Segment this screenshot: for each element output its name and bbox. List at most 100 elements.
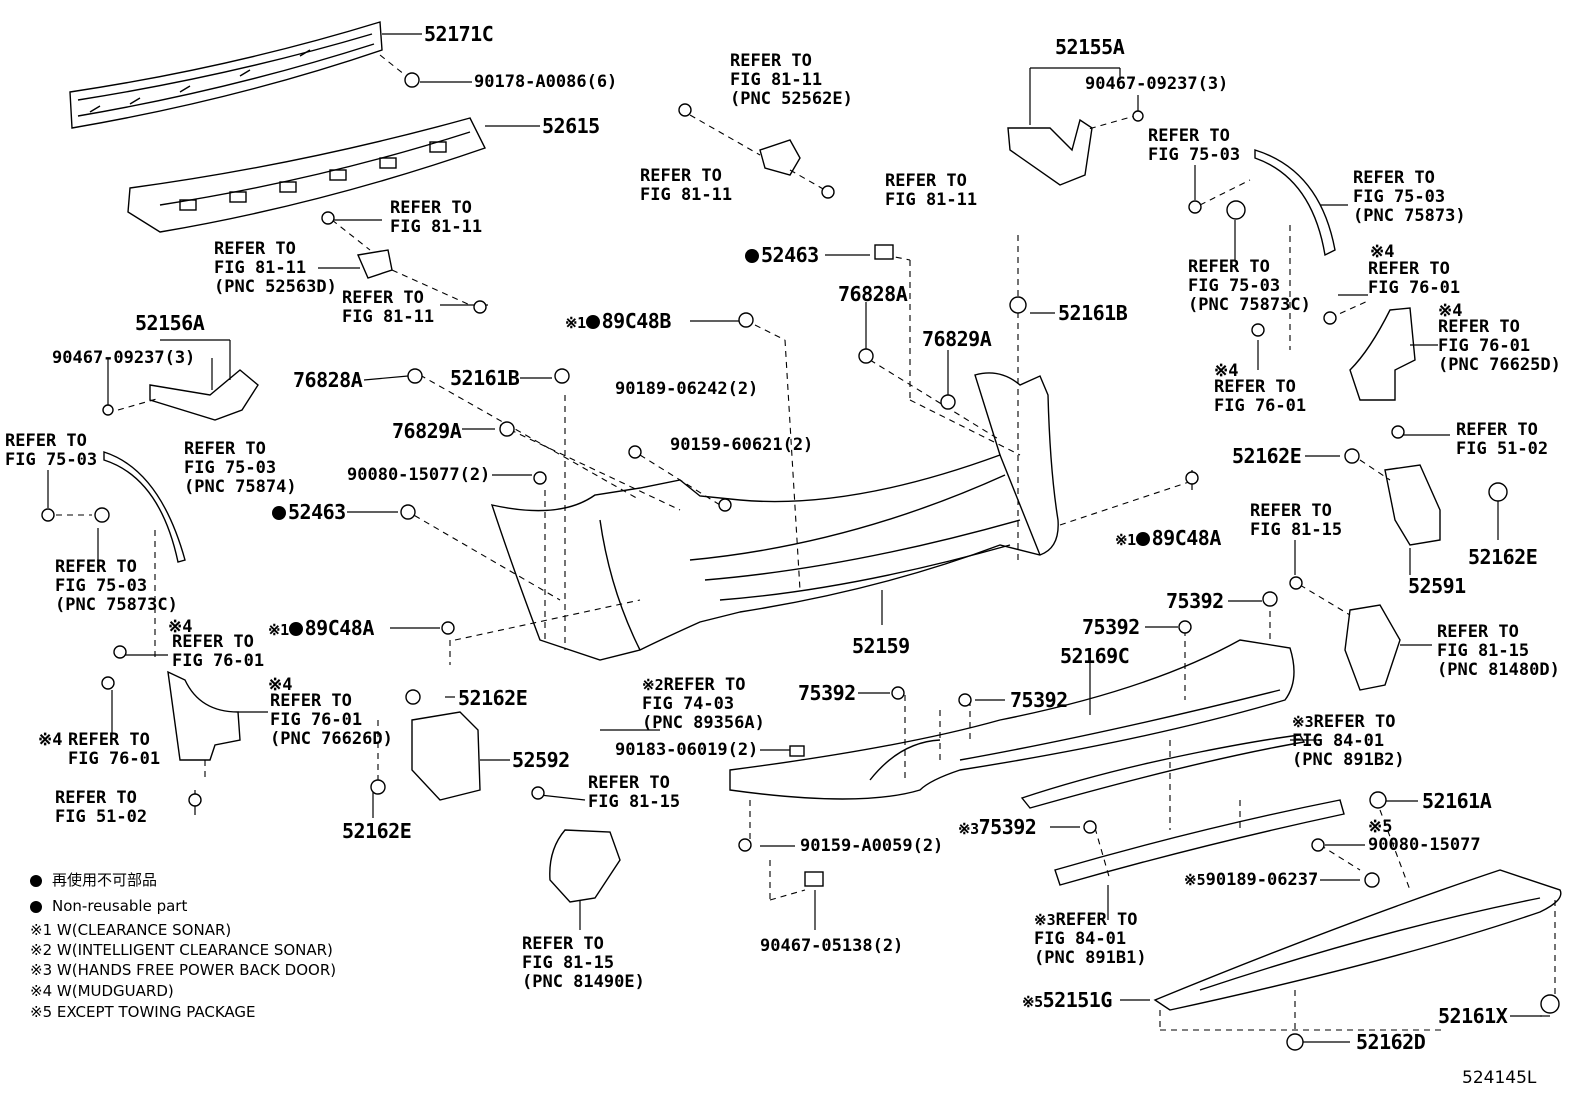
marker-5-a: ※5 <box>1368 817 1393 837</box>
marker-4-f: ※4 <box>1214 361 1239 381</box>
callout-52171C: 52171C <box>424 22 494 46</box>
callout-52162E-right-1: 52162E <box>1232 444 1302 468</box>
callout-90189-06242: 90189-06242(2) <box>615 379 759 399</box>
non-reusable-dot <box>1135 532 1150 546</box>
legend-line-1: ※1 W(CLEARANCE SONAR) <box>30 921 232 939</box>
callout-75392-c: 75392 <box>798 681 856 705</box>
callout-refer-75-03-75874: REFER TO FIG 75-03 (PNC 75874) <box>184 439 297 497</box>
legend-line-3: ※3 W(HANDS FREE POWER BACK DOOR) <box>30 961 337 979</box>
callout-52161B-right: 52161B <box>1058 301 1128 325</box>
callout-90467-09237-left: 90467-09237(3) <box>52 348 196 368</box>
callout-refer-84-01-891B1: ※3REFER TO FIG 84-01 (PNC 891B1) <box>1034 910 1147 968</box>
callout-52162E-a: 52162E <box>458 686 528 710</box>
callout-refer-81-11-a: REFER TO FIG 81-11 <box>390 198 483 237</box>
callout-refer-81-15-left: REFER TO FIG 81-15 <box>588 773 681 812</box>
callout-52151G: ※552151G <box>1022 988 1112 1012</box>
callout-90080-15077: 90080-15077 <box>1368 835 1481 855</box>
callout-refer-75-03-right: REFER TO FIG 75-03 <box>1148 126 1241 165</box>
callout-refer-76-01-76626D: REFER TO FIG 76-01 (PNC 76626D) <box>270 691 393 749</box>
callout-90183-06019: 90183-06019(2) <box>615 740 759 760</box>
callout-52592: 52592 <box>512 748 570 772</box>
callout-90467-05138: 90467-05138(2) <box>760 936 904 956</box>
bracket-52562E <box>759 139 801 176</box>
fender-liner-right <box>1254 149 1336 257</box>
callout-52463-left: 52463 <box>272 501 346 523</box>
callout-52591: 52591 <box>1408 574 1466 598</box>
mudguard-left <box>167 670 241 761</box>
callout-refer-81-11-52562E: REFER TO FIG 81-11 (PNC 52562E) <box>730 51 853 109</box>
callout-52162E-b: 52162E <box>342 819 412 843</box>
legend-line-non-reusable: Non-reusable part <box>52 897 188 915</box>
lamp-right <box>1344 604 1401 691</box>
callout-90467-09237-right: 90467-09237(3) <box>1085 74 1229 94</box>
callout-refer-81-11-b: REFER TO FIG 81-11 <box>342 288 435 327</box>
fender-liner-left <box>103 451 186 563</box>
callout-76828A-right: 76828A <box>838 282 908 306</box>
callout-52161B-left: 52161B <box>450 366 520 390</box>
reinforcement-beam-52171C <box>69 21 383 129</box>
step-pad-52151G <box>1153 869 1562 1011</box>
callout-refer-81-11-52563D: REFER TO FIG 81-11 (PNC 52563D) <box>214 239 337 297</box>
legend-bullet-1 <box>30 875 42 887</box>
non-reusable-dot <box>585 315 600 329</box>
callout-76829A-left: 76829A <box>392 419 462 443</box>
callout-refer-76-01-right-2: REFER TO FIG 76-01 <box>1214 377 1307 416</box>
bracket-52591 <box>1384 464 1441 546</box>
callout-52155A: 52155A <box>1055 35 1125 59</box>
callout-refer-75-03-75873: REFER TO FIG 75-03 (PNC 75873) <box>1353 168 1466 226</box>
legend-line-jp: 再使用不可部品 <box>52 871 158 889</box>
callout-refer-51-02-right: REFER TO FIG 51-02 <box>1456 420 1549 459</box>
legend-line-5: ※5 EXCEPT TOWING PACKAGE <box>30 1003 256 1021</box>
legend-line-4: ※4 W(MUDGUARD) <box>30 982 174 1000</box>
callout-76828A-left: 76828A <box>293 368 363 392</box>
callout-52161A: 52161A <box>1422 789 1492 813</box>
callout-refer-81-15-81480D: REFER TO FIG 81-15 (PNC 81480D) <box>1437 622 1560 680</box>
bracket-52592 <box>411 711 481 801</box>
marker-4-d: ※4 <box>1370 242 1395 262</box>
callout-75392-d: 75392 <box>1010 688 1068 712</box>
marker-4-e: ※4 <box>1438 301 1463 321</box>
callout-refer-76-01-left-1: REFER TO FIG 76-01 <box>172 632 265 671</box>
callout-refer-81-11-top-right: REFER TO FIG 81-11 <box>885 171 978 210</box>
bracket-52563D <box>357 249 393 279</box>
callout-52169C: 52169C <box>1060 644 1130 668</box>
harness-891B2 <box>1020 734 1306 809</box>
callout-refer-84-01-891B2: ※3REFER TO FIG 84-01 (PNC 891B2) <box>1292 712 1405 770</box>
marker-4-b: ※4 <box>268 675 293 695</box>
callout-52162E-right-2: 52162E <box>1468 545 1538 569</box>
energy-absorber-52615 <box>127 117 486 233</box>
callout-refer-81-15-81490E: REFER TO FIG 81-15 (PNC 81490E) <box>522 934 645 992</box>
non-reusable-dot <box>272 506 286 520</box>
callout-refer-74-03-89356A: ※2REFER TO FIG 74-03 (PNC 89356A) <box>642 675 765 733</box>
callout-52463-top: 52463 <box>745 244 819 266</box>
callout-52156A: 52156A <box>135 311 205 335</box>
non-reusable-dot <box>288 622 303 636</box>
callout-90178-A0086: 90178-A0086(6) <box>474 72 618 92</box>
callout-76829A-right: 76829A <box>922 327 992 351</box>
bumper-cover-52159 <box>490 372 1059 661</box>
bracket-52156A <box>149 369 259 421</box>
callout-refer-75-03-75873C-right: REFER TO FIG 75-03 (PNC 75873C) <box>1188 257 1311 315</box>
callout-refer-76-01-left-2: REFER TO FIG 76-01 <box>68 730 161 769</box>
callout-52161X: 52161X <box>1438 1004 1508 1028</box>
harness-891B1 <box>1054 799 1345 886</box>
callout-52615: 52615 <box>542 114 600 138</box>
lower-cover-52169C <box>729 639 1295 800</box>
callout-refer-76-01-right-1: REFER TO FIG 76-01 <box>1368 259 1461 298</box>
callout-90080-15077-2: 90080-15077(2) <box>347 465 491 485</box>
callout-75392-a: 75392 <box>1166 589 1224 613</box>
callout-refer-51-02-left: REFER TO FIG 51-02 <box>55 788 148 827</box>
callout-90189-06237: ※590189-06237 <box>1184 870 1319 890</box>
callout-75392-b: 75392 <box>1082 615 1140 639</box>
callout-refer-81-11-top-left: REFER TO FIG 81-11 <box>640 166 733 205</box>
callout-90159-A0059: 90159-A0059(2) <box>800 836 944 856</box>
callout-90159-60621: 90159-60621(2) <box>670 435 814 455</box>
diagram-code: 524145L <box>1462 1068 1537 1088</box>
callout-refer-75-03-left: REFER TO FIG 75-03 <box>5 431 98 470</box>
legend-line-2: ※2 W(INTELLIGENT CLEARANCE SONAR) <box>30 941 333 959</box>
marker-4-a: ※4 <box>168 617 193 637</box>
non-reusable-dot <box>745 249 759 263</box>
